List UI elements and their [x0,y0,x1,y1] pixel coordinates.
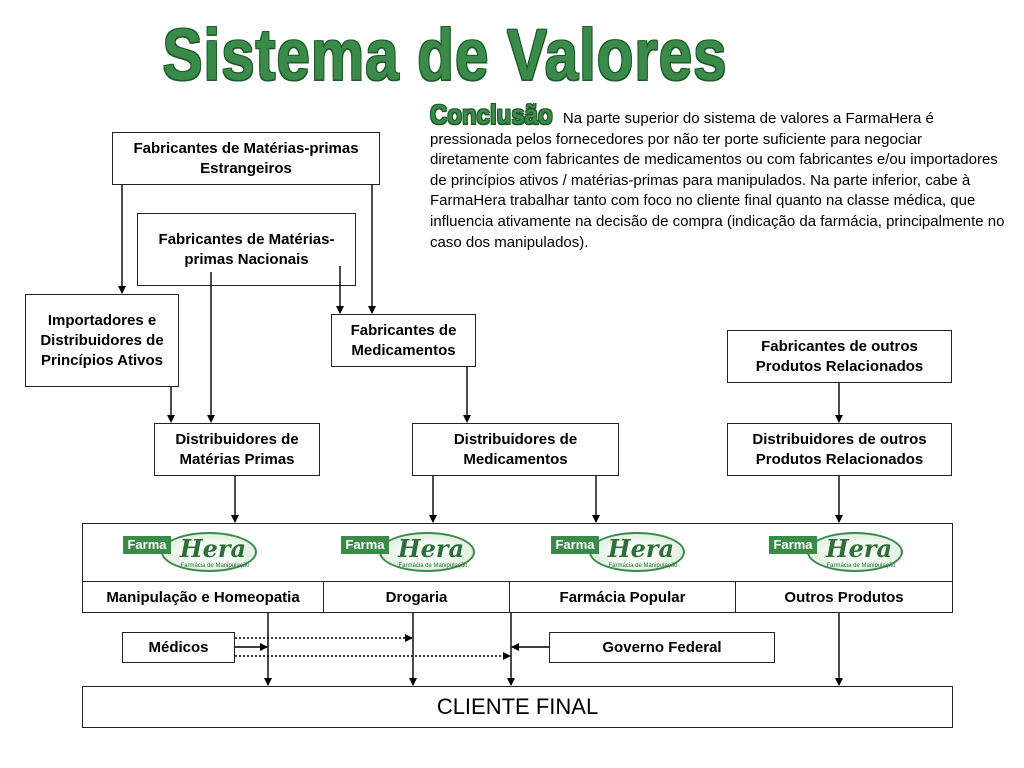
farmahera-logo: Farma Hera Farmácia de Manipulação [769,532,909,574]
node-other-product-makers: Fabricantes de outros Produtos Relaciona… [727,330,952,383]
final-client-label: CLIENTE FINAL [436,694,599,719]
store-category-popular-pharmacy: Farmácia Popular [510,582,736,613]
logo-farma-label: Farma [769,536,817,554]
node-importers-distributors: Importadores e Distribuidores de Princíp… [25,294,179,387]
logo-farma-label: Farma [341,536,389,554]
farmahera-logo: Farma Hera Farmácia de Manipulação [123,532,263,574]
logo-farma-label: Farma [123,536,171,554]
farmahera-logo: Farma Hera Farmácia de Manipulação [341,532,481,574]
node-other-product-distributors: Distribuidores de outros Produtos Relaci… [727,423,952,476]
store-logo-row: Farma Hera Farmácia de Manipulação Farma… [83,524,952,581]
logo-hera-label: Hera [179,534,247,563]
farmahera-store-panel: Farma Hera Farmácia de Manipulação Farma… [82,523,953,613]
node-raw-material-distributors: Distribuidores de Matérias Primas [154,423,320,476]
conclusion-paragraph: Conclusão Na parte superior do sistema d… [430,100,1005,253]
store-category-drugstore: Drogaria [324,582,510,613]
logo-subtitle: Farmácia de Manipulação [398,563,468,569]
node-doctors: Médicos [122,632,235,663]
store-category-manipulation: Manipulação e Homeopatia [83,582,324,613]
logo-farma-label: Farma [551,536,599,554]
logo-hera-label: Hera [607,534,675,563]
logo-subtitle: Farmácia de Manipulação [180,563,250,569]
node-foreign-raw-material-makers: Fabricantes de Matérias-primas Estrangei… [112,132,380,185]
node-national-raw-material-makers: Fabricantes de Matérias-primas Nacionais [137,213,356,286]
logo-oval [807,532,903,572]
store-category-row: Manipulação e Homeopatia Drogaria Farmác… [83,581,952,613]
logo-subtitle: Farmácia de Manipulação [826,563,896,569]
node-federal-government: Governo Federal [549,632,775,663]
node-drug-distributors: Distribuidores de Medicamentos [412,423,619,476]
logo-subtitle: Farmácia de Manipulação [608,563,678,569]
farmahera-logo: Farma Hera Farmácia de Manipulação [551,532,691,574]
conclusion-text: Na parte superior do sistema de valores … [430,110,1005,251]
page-title: Sistema de Valores [162,14,728,96]
logo-hera-label: Hera [825,534,893,563]
node-drug-makers: Fabricantes de Medicamentos [331,314,476,367]
conclusion-heading: Conclusão [430,100,553,131]
node-final-client: CLIENTE FINAL [82,686,953,728]
logo-oval [161,532,257,572]
store-category-other-products: Outros Produtos [784,589,904,606]
logo-hera-label: Hera [397,534,465,563]
